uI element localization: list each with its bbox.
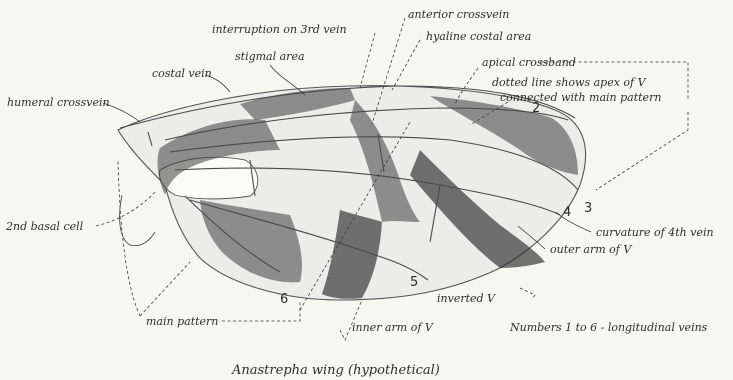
label-inner-arm: inner arm of V bbox=[352, 321, 434, 334]
vein-number-2: 2 bbox=[532, 101, 540, 116]
leader-inner-arm bbox=[340, 300, 362, 340]
vein-number-3: 3 bbox=[584, 201, 592, 216]
label-apical-crossband: apical crossband bbox=[482, 56, 576, 69]
anal-lobe bbox=[120, 195, 155, 246]
label-costal-vein: costal vein bbox=[152, 67, 212, 80]
label-inverted-v: inverted V bbox=[437, 292, 496, 305]
label-main-pattern: main pattern bbox=[146, 315, 218, 328]
label-connected: connected with main pattern bbox=[500, 91, 661, 104]
leader-connected-bracket bbox=[596, 112, 688, 190]
vein-number-6: 6 bbox=[280, 292, 288, 307]
label-anterior-crossvein: anterior crossvein bbox=[408, 8, 509, 21]
label-stigmal: stigmal area bbox=[235, 50, 305, 63]
leader-interruption bbox=[360, 33, 375, 88]
leader-hyaline-costal bbox=[392, 40, 420, 90]
leader-main-pattern-c bbox=[118, 160, 140, 316]
leader-main-pattern-d bbox=[140, 262, 190, 316]
label-second-basal: 2nd basal cell bbox=[5, 220, 84, 233]
label-hyaline-costal: hyaline costal area bbox=[426, 30, 531, 43]
vein-number-5: 5 bbox=[410, 275, 418, 290]
label-outer-arm: outer arm of V bbox=[550, 243, 632, 256]
label-dotted-line: dotted line shows apex of V bbox=[492, 76, 647, 89]
label-numbers-note: Numbers 1 to 6 - longitudinal veins bbox=[509, 321, 708, 334]
figure-caption: Anastrepha wing (hypothetical) bbox=[231, 363, 440, 378]
label-humeral: humeral crossvein bbox=[7, 96, 110, 109]
vein-number-4: 4 bbox=[563, 205, 571, 220]
leader-second-basal bbox=[96, 192, 155, 226]
leader-inverted-v bbox=[520, 288, 535, 298]
leader-main-pattern-a bbox=[222, 300, 300, 321]
label-interruption: interruption on 3rd vein bbox=[212, 23, 347, 36]
label-curvature: curvature of 4th vein bbox=[596, 226, 714, 239]
